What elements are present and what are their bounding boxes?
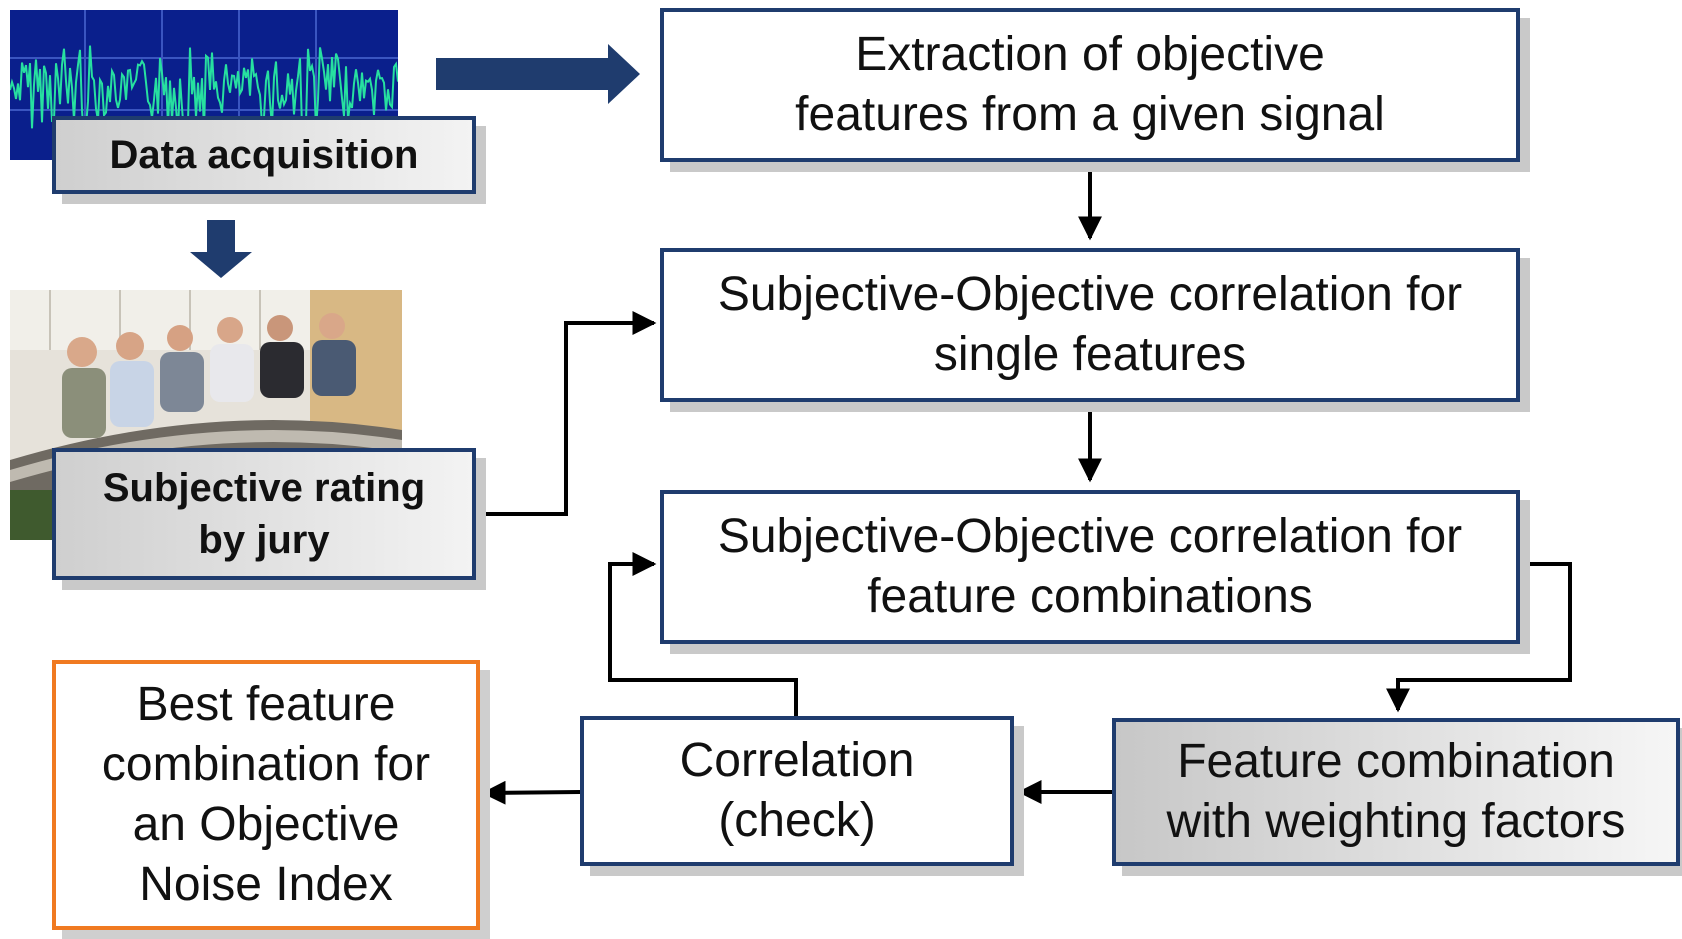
correlation-check-box: Correlation (check): [580, 716, 1014, 866]
so-combinations-label: Subjective-Objective correlation for fea…: [717, 510, 1463, 623]
best-feature-label: Best feature combination for an Objectiv…: [101, 678, 431, 911]
big-arrow-down: [190, 220, 252, 278]
so-single-label: Subjective-Objective correlation for sin…: [717, 268, 1463, 381]
correlation-check-label: Correlation (check): [679, 734, 915, 847]
so-combinations-box: Subjective-Objective correlation for fea…: [660, 490, 1520, 644]
arrow-rating-to-single: [476, 311, 657, 516]
subjective-rating-box: Subjective rating by jury: [52, 448, 476, 580]
so-single-box: Subjective-Objective correlation for sin…: [660, 248, 1520, 402]
arrow-correlation-to-best: [481, 780, 581, 805]
arrow-combinations-to-feature: [1386, 562, 1572, 713]
feature-combination-label: Feature combination with weighting facto…: [1166, 735, 1626, 848]
extraction-label: Extraction of objective features from a …: [795, 28, 1385, 141]
data-acquisition-box: Data acquisition: [52, 116, 476, 194]
data-acquisition-label: Data acquisition: [109, 133, 419, 177]
big-arrow-right: [436, 44, 640, 104]
arrow-correlation-loop: [608, 552, 798, 716]
best-feature-box: Best feature combination for an Objectiv…: [52, 660, 480, 930]
subjective-rating-label: Subjective rating by jury: [102, 466, 426, 562]
extraction-box: Extraction of objective features from a …: [660, 8, 1520, 162]
feature-combination-box: Feature combination with weighting facto…: [1112, 718, 1680, 866]
